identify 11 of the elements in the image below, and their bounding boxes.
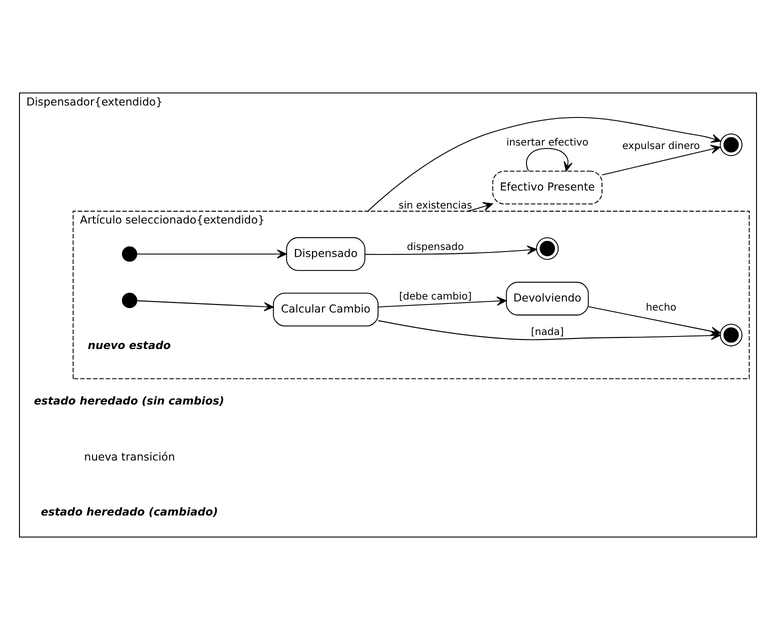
edge-label: hecho [646,302,676,314]
label: estado heredado (sin cambios) [34,394,224,408]
label: estado heredado (cambiado) [40,505,218,518]
edge-label: expulsar dinero [622,141,700,152]
edge-label: [debe cambio] [399,291,472,302]
edge-label: [nada] [530,326,564,338]
edge-label: dispensado [406,242,464,254]
edge-label: sin existencias [398,200,472,212]
label: nueva transición [84,450,175,464]
edge-label: insertar efectivo [506,138,588,149]
label: nuevo estado [88,338,171,352]
